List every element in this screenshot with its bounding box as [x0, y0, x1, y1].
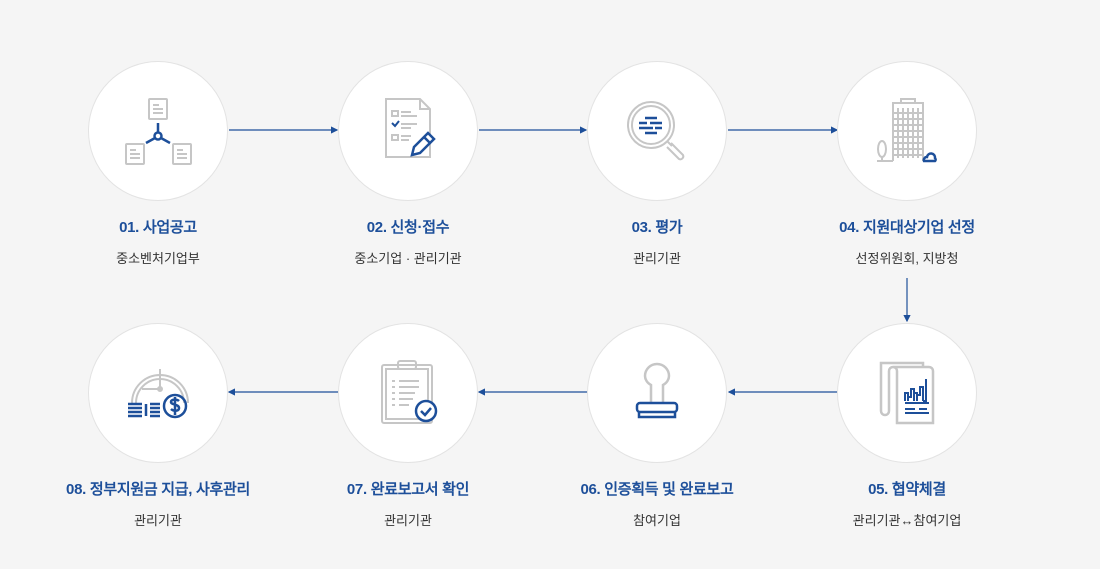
contract-chart-icon [879, 361, 935, 425]
checklist-pencil-icon [385, 98, 436, 158]
step-subtitle: 참여기업 [633, 513, 681, 528]
step-subtitle: 관리기관 [134, 513, 182, 528]
step-subtitle: 관리기관 [384, 513, 432, 528]
step-circle [837, 323, 977, 463]
step-title: 08. 정부지원금 지급, 사후관리 [66, 481, 250, 498]
step-subtitle: 중소벤처기업부 [116, 251, 200, 266]
step-subtitle: 중소기업 · 관리기관 [354, 251, 462, 266]
stamp-icon [635, 362, 679, 419]
step-circle [88, 61, 228, 201]
building-icon [877, 98, 937, 163]
step-circle [338, 61, 478, 201]
step-title: 01. 사업공고 [119, 219, 197, 236]
step-title: 07. 완료보고서 확인 [346, 481, 470, 498]
step-circle [338, 323, 478, 463]
step-title: 03. 평가 [631, 219, 683, 236]
step-circle [587, 61, 727, 201]
step-title: 04. 지원대상기업 선정 [839, 219, 975, 236]
step-circle [88, 323, 228, 463]
step-subtitle: 관리기관↔참여기업 [852, 513, 962, 528]
clock-money-icon [128, 369, 189, 419]
magnifier-icon [627, 101, 685, 161]
step-subtitle: 관리기관 [633, 251, 681, 266]
document-network-icon [125, 98, 192, 165]
step-title: 02. 신청·접수 [366, 219, 450, 236]
clipboard-check-icon [381, 360, 438, 424]
step-circle [837, 61, 977, 201]
step-title: 05. 협약체결 [868, 481, 946, 498]
step-circle [587, 323, 727, 463]
step-title: 06. 인증획득 및 완료보고 [580, 481, 734, 498]
step-subtitle: 선정위원회, 지방청 [855, 251, 959, 266]
